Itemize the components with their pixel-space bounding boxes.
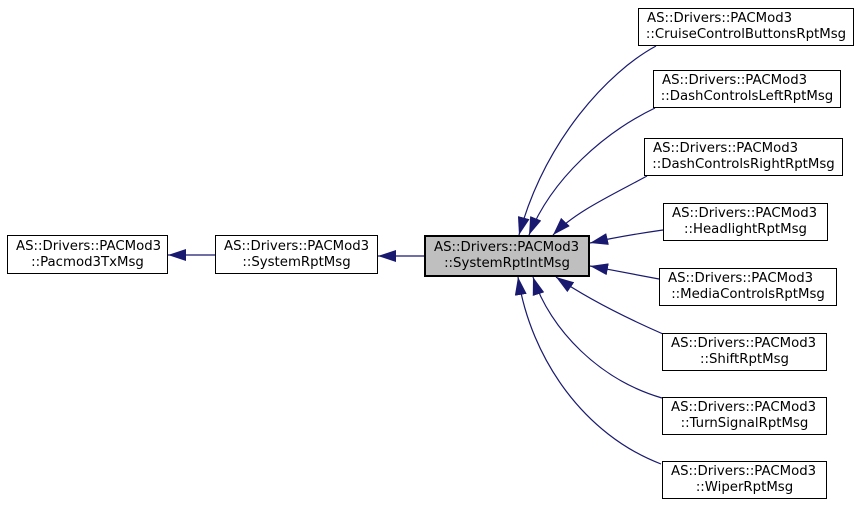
- inheritance-edge-dash-controls-right-rpt-msg-to-system-rpt-int-msg: [552, 175, 648, 236]
- class-node-turn-signal-rpt-msg[interactable]: AS::Drivers::PACMod3::TurnSignalRptMsg: [662, 397, 827, 435]
- inheritance-edge-dash-controls-left-rpt-msg-to-system-rpt-int-msg: [528, 107, 656, 236]
- inheritance-edge-media-controls-rpt-msg-to-system-rpt-int-msg: [589, 263, 660, 280]
- class-node-system-rpt-int-msg-label-line1: AS::Drivers::PACMod3: [434, 240, 580, 255]
- class-node-system-rpt-msg-label-line2: ::SystemRptMsg: [242, 254, 351, 270]
- class-node-pacmod3-tx-msg[interactable]: AS::Drivers::PACMod3::Pacmod3TxMsg: [7, 235, 168, 274]
- class-node-pacmod3-tx-msg-label-line1: AS::Drivers::PACMod3: [16, 238, 162, 254]
- class-node-system-rpt-msg-label-line1: AS::Drivers::PACMod3: [224, 238, 370, 254]
- class-node-dash-controls-left-rpt-msg-label-line2: ::DashControlsLeftRptMsg: [660, 89, 834, 104]
- class-node-wiper-rpt-msg-label-line2: ::WiperRptMsg: [695, 480, 794, 495]
- class-node-cruise-control-buttons-rpt-msg[interactable]: AS::Drivers::PACMod3::CruiseControlButto…: [638, 8, 854, 46]
- inheritance-edge-turn-signal-rpt-msg-to-system-rpt-int-msg: [532, 276, 663, 399]
- class-node-headlight-rpt-msg-label-line1: AS::Drivers::PACMod3: [672, 206, 818, 221]
- class-node-dash-controls-right-rpt-msg-label-line2: ::DashControlsRightRptMsg: [652, 157, 835, 172]
- class-node-media-controls-rpt-msg[interactable]: AS::Drivers::PACMod3::MediaControlsRptMs…: [659, 268, 837, 306]
- class-node-cruise-control-buttons-rpt-msg-label-line2: ::CruiseControlButtonsRptMsg: [645, 27, 847, 42]
- class-node-cruise-control-buttons-rpt-msg-label-line1: AS::Drivers::PACMod3: [647, 11, 793, 26]
- class-node-dash-controls-left-rpt-msg-label-line1: AS::Drivers::PACMod3: [662, 73, 808, 88]
- inheritance-edge-cruise-control-buttons-rpt-msg-to-system-rpt-int-msg: [517, 45, 657, 236]
- class-node-pacmod3-tx-msg-label-line2: ::Pacmod3TxMsg: [31, 254, 144, 270]
- class-node-system-rpt-msg[interactable]: AS::Drivers::PACMod3::SystemRptMsg: [215, 235, 378, 274]
- class-node-wiper-rpt-msg[interactable]: AS::Drivers::PACMod3::WiperRptMsg: [662, 461, 827, 499]
- class-node-headlight-rpt-msg-label-line2: ::HeadlightRptMsg: [684, 222, 807, 237]
- class-node-dash-controls-left-rpt-msg[interactable]: AS::Drivers::PACMod3::DashControlsLeftRp…: [653, 70, 841, 108]
- inheritance-edge-headlight-rpt-msg-to-system-rpt-int-msg: [589, 229, 664, 245]
- class-node-shift-rpt-msg-label-line1: AS::Drivers::PACMod3: [671, 336, 817, 351]
- class-node-system-rpt-int-msg-label-line2: ::SystemRptIntMsg: [444, 256, 570, 271]
- class-node-dash-controls-right-rpt-msg-label-line1: AS::Drivers::PACMod3: [653, 141, 799, 156]
- class-node-system-rpt-int-msg[interactable]: AS::Drivers::PACMod3::SystemRptIntMsg: [424, 235, 590, 277]
- class-node-media-controls-rpt-msg-label-line2: ::MediaControlsRptMsg: [671, 287, 825, 302]
- class-node-media-controls-rpt-msg-label-line1: AS::Drivers::PACMod3: [668, 271, 814, 286]
- class-node-headlight-rpt-msg[interactable]: AS::Drivers::PACMod3::HeadlightRptMsg: [663, 203, 828, 241]
- class-node-wiper-rpt-msg-label-line1: AS::Drivers::PACMod3: [671, 464, 817, 479]
- class-node-shift-rpt-msg[interactable]: AS::Drivers::PACMod3::ShiftRptMsg: [662, 333, 827, 371]
- class-node-shift-rpt-msg-label-line2: ::ShiftRptMsg: [700, 352, 789, 367]
- class-node-dash-controls-right-rpt-msg[interactable]: AS::Drivers::PACMod3::DashControlsRightR…: [644, 138, 843, 176]
- inheritance-edge-shift-rpt-msg-to-system-rpt-int-msg: [555, 276, 664, 335]
- inheritance-edge-wiper-rpt-msg-to-system-rpt-int-msg: [514, 276, 662, 465]
- class-node-turn-signal-rpt-msg-label-line1: AS::Drivers::PACMod3: [671, 400, 817, 415]
- class-node-turn-signal-rpt-msg-label-line2: ::TurnSignalRptMsg: [680, 416, 809, 431]
